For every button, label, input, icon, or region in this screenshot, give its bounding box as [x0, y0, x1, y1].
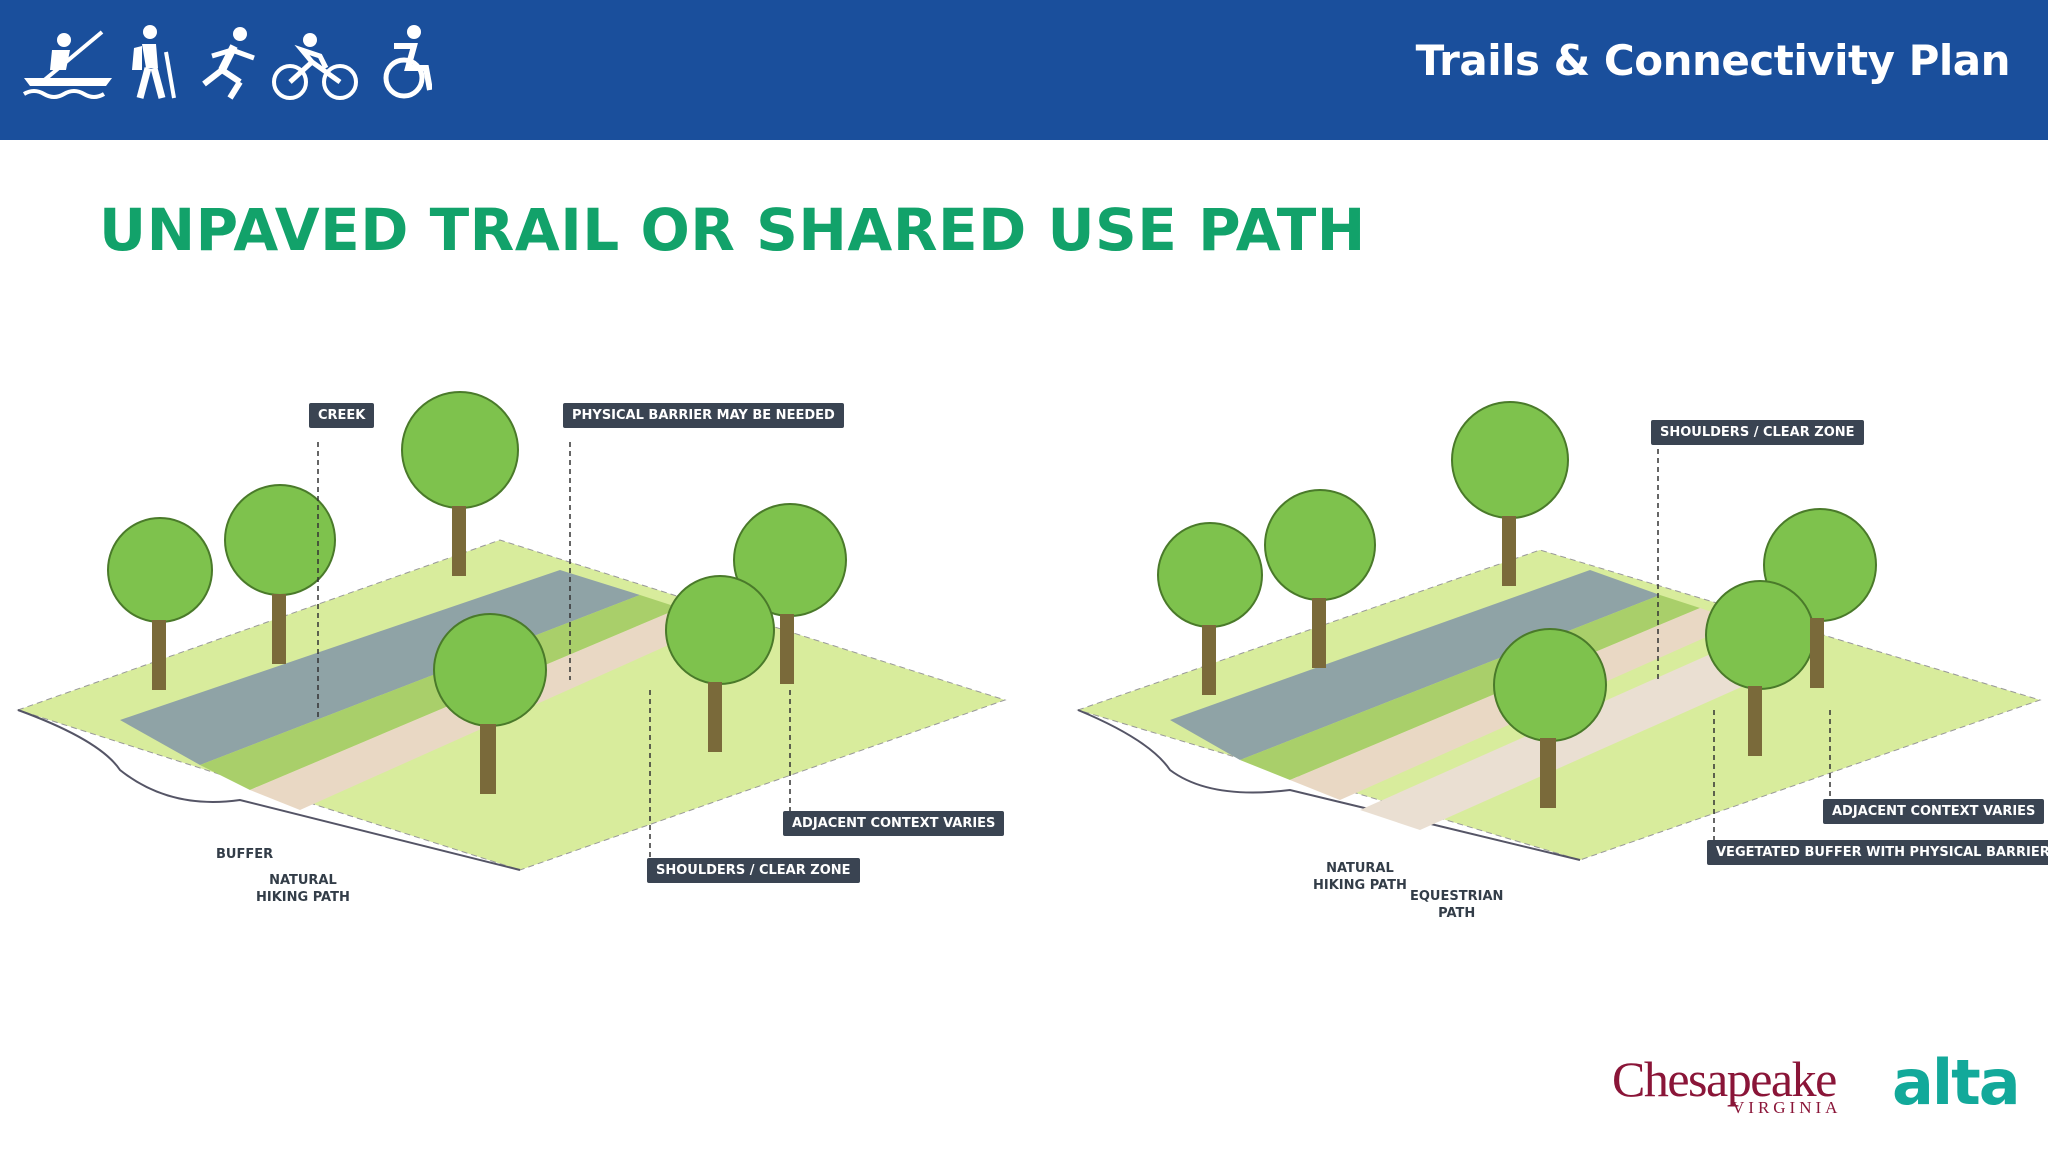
shoulders-label: SHOULDERS / CLEAR ZONE — [647, 858, 860, 883]
activity-icons — [22, 25, 432, 100]
header-bar: Trails & Connectivity Plan — [0, 0, 2048, 140]
hiking-path-label: NATURAL HIKING PATH — [1313, 861, 1407, 893]
hiking-path-label: NATURAL HIKING PATH — [256, 873, 350, 905]
adjacent-context-label: ADJACENT CONTEXT VARIES — [1823, 799, 2045, 824]
chesapeake-logo-text: Chesapeake — [1612, 1051, 1837, 1107]
equestrian-path-label: EQUESTRIAN PATH — [1410, 889, 1504, 921]
plan-title: Trails & Connectivity Plan — [1415, 36, 2011, 85]
page-title: UNPAVED TRAIL OR SHARED USE PATH — [99, 196, 1366, 264]
left-trail-diagram: CREEK PHYSICAL BARRIER MAY BE NEEDED ADJ… — [0, 380, 1024, 940]
cyclist-icon — [272, 33, 358, 100]
barrier-label: PHYSICAL BARRIER MAY BE NEEDED — [563, 403, 844, 428]
alta-logo: alta — [1892, 1046, 2021, 1119]
shoulders-label: SHOULDERS / CLEAR ZONE — [1651, 420, 1864, 445]
buffer-label: BUFFER — [216, 847, 274, 862]
creek-label: CREEK — [309, 403, 375, 428]
hiker-icon — [132, 25, 176, 99]
right-trail-illustration — [1076, 401, 2042, 861]
kayak-icon — [22, 30, 112, 99]
chesapeake-logo: Chesapeake VIRGINIA — [1612, 1050, 1862, 1120]
left-trail-illustration — [16, 391, 1007, 871]
runner-icon — [202, 27, 255, 100]
vegetated-buffer-label: VEGETATED BUFFER WITH PHYSICAL BARRIER — [1707, 840, 2048, 865]
right-trail-diagram: SHOULDERS / CLEAR ZONE ADJACENT CONTEXT … — [1060, 400, 2048, 940]
chesapeake-logo-subtitle: VIRGINIA — [1732, 1098, 1842, 1117]
adjacent-context-label: ADJACENT CONTEXT VARIES — [783, 811, 1005, 836]
wheelchair-icon — [383, 25, 432, 99]
